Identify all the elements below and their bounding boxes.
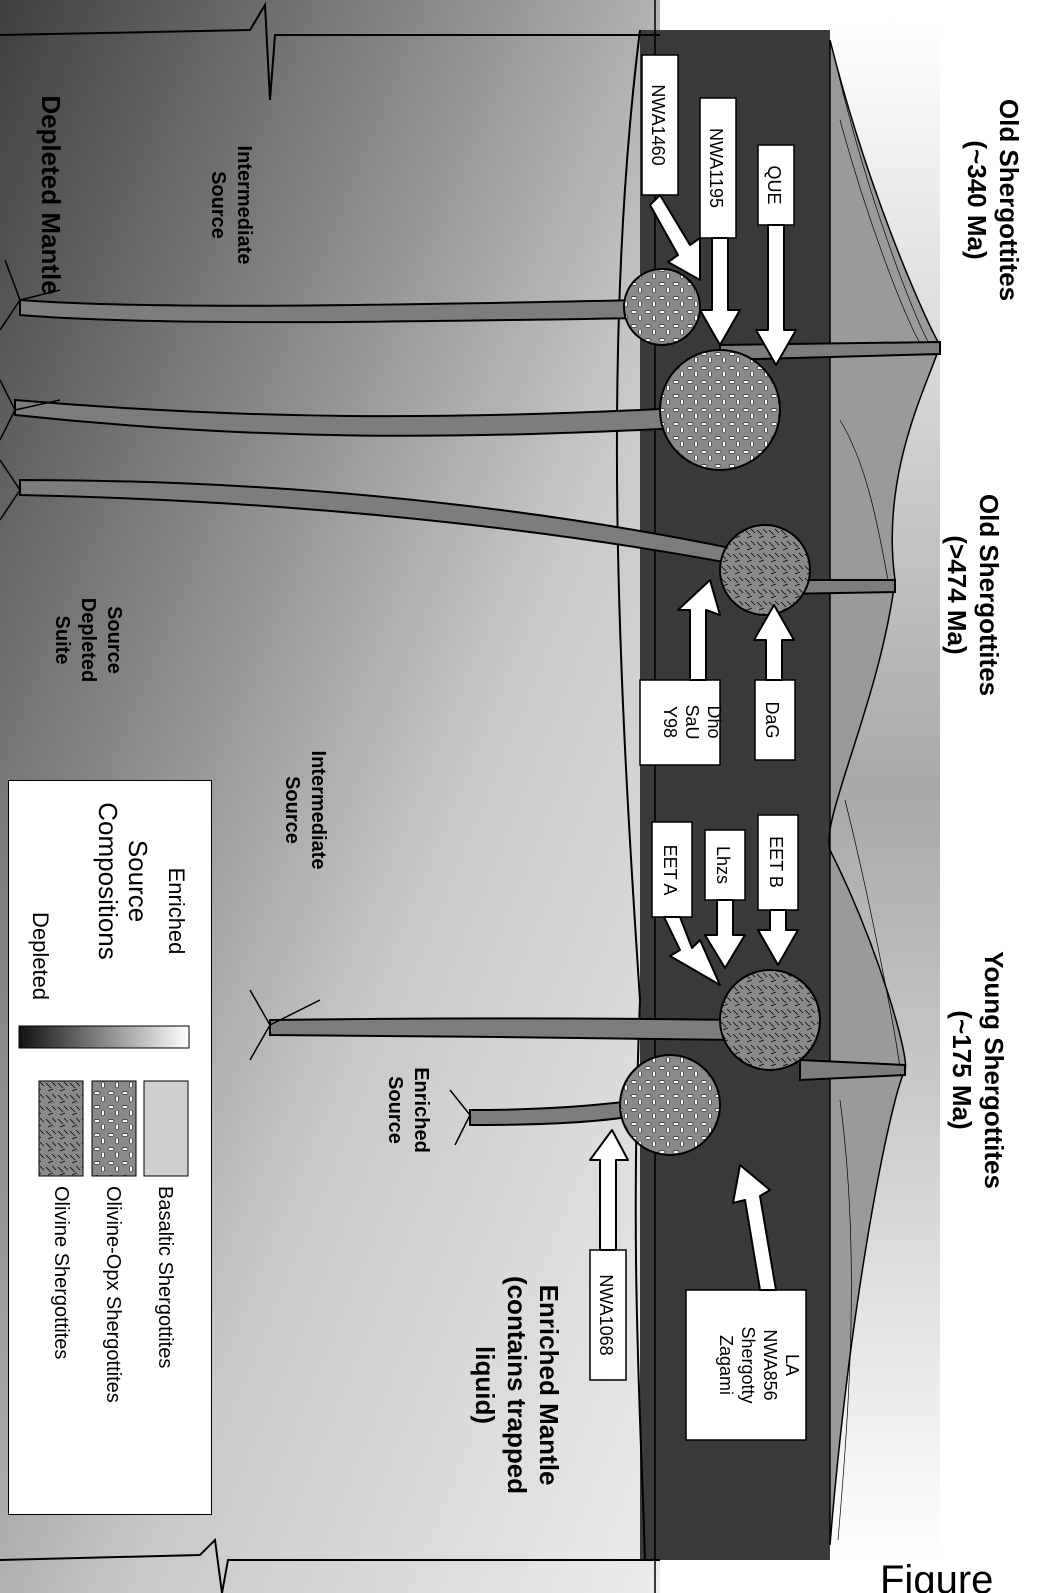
svg-text:Source: Source bbox=[384, 1076, 406, 1144]
svg-text:Source: Source bbox=[103, 606, 125, 674]
svg-text:NWA1195: NWA1195 bbox=[706, 128, 726, 208]
svg-text:NWA1068: NWA1068 bbox=[596, 1274, 616, 1355]
eruption-label-1: Old Shergottites (~340 Ma) bbox=[962, 99, 1024, 301]
svg-text:SaU: SaU bbox=[682, 704, 702, 739]
svg-text:Source: Source bbox=[207, 171, 229, 239]
svg-text:Shergotty: Shergotty bbox=[738, 1326, 758, 1403]
legend-swatch-basaltic bbox=[144, 1081, 188, 1176]
callout-eetb: EET B bbox=[758, 815, 798, 965]
legend-item-olivine: Olivine Shergottites bbox=[50, 1186, 72, 1359]
svg-text:Compositions: Compositions bbox=[93, 802, 123, 960]
svg-text:Depleted: Depleted bbox=[77, 598, 99, 682]
svg-text:Zagami: Zagami bbox=[716, 1335, 736, 1395]
eruption-label-2: Old Shergottites (>474 Ma) bbox=[942, 494, 1004, 696]
eruption-age: (>474 Ma) bbox=[942, 535, 972, 654]
svg-text:Enriched Mantle: Enriched Mantle bbox=[534, 1285, 564, 1486]
svg-text:Lhzs: Lhzs bbox=[713, 846, 733, 884]
legend-enriched-label: Enriched bbox=[164, 868, 189, 955]
legend-swatch-olivine bbox=[39, 1081, 83, 1176]
legend-depleted-label: Depleted bbox=[28, 912, 53, 1000]
eruption-label-3: Young Shergottites (~175 Ma) bbox=[947, 951, 1009, 1189]
eruption-title: Old Shergottites bbox=[994, 99, 1024, 301]
svg-text:Dho: Dho bbox=[704, 705, 724, 738]
svg-text:Source: Source bbox=[281, 776, 303, 844]
svg-text:NWA1460: NWA1460 bbox=[648, 84, 668, 165]
svg-text:liquid): liquid) bbox=[470, 1346, 500, 1424]
svg-text:Y98: Y98 bbox=[660, 706, 680, 738]
svg-text:Intermediate: Intermediate bbox=[233, 146, 255, 265]
svg-text:Suite: Suite bbox=[51, 616, 73, 665]
legend-item-basaltic: Basaltic Shergottites bbox=[154, 1186, 176, 1368]
legend-panel: Source Compositions Enriched Depleted Ba… bbox=[8, 780, 212, 1515]
figure-caption: Figure bbox=[880, 1558, 993, 1593]
svg-text:NWA856: NWA856 bbox=[760, 1329, 780, 1400]
svg-text:DaG: DaG bbox=[762, 701, 782, 738]
eruption-title: Old Shergottites bbox=[974, 494, 1004, 696]
legend-title: Source Compositions bbox=[93, 802, 153, 960]
depleted-mantle-label: Depleted Mantle bbox=[36, 95, 66, 294]
legend-item-olivine-opx: Olivine-Opx Shergottites bbox=[102, 1186, 124, 1403]
eruption-age: (~175 Ma) bbox=[947, 1010, 977, 1129]
svg-text:EET A: EET A bbox=[660, 845, 680, 896]
legend-swatch-olivine-opx bbox=[92, 1081, 136, 1176]
svg-text:Enriched: Enriched bbox=[410, 1067, 432, 1153]
svg-text:Intermediate: Intermediate bbox=[307, 751, 329, 870]
eruption-title: Young Shergottites bbox=[979, 951, 1009, 1189]
svg-text:LA: LA bbox=[782, 1354, 802, 1376]
eruption-age: (~340 Ma) bbox=[962, 140, 992, 259]
svg-text:QUE: QUE bbox=[764, 165, 784, 204]
svg-text:Source: Source bbox=[123, 840, 153, 922]
legend-composition-scale bbox=[19, 1026, 189, 1048]
svg-text:(contains trapped: (contains trapped bbox=[502, 1276, 532, 1494]
svg-text:EET B: EET B bbox=[766, 836, 786, 888]
